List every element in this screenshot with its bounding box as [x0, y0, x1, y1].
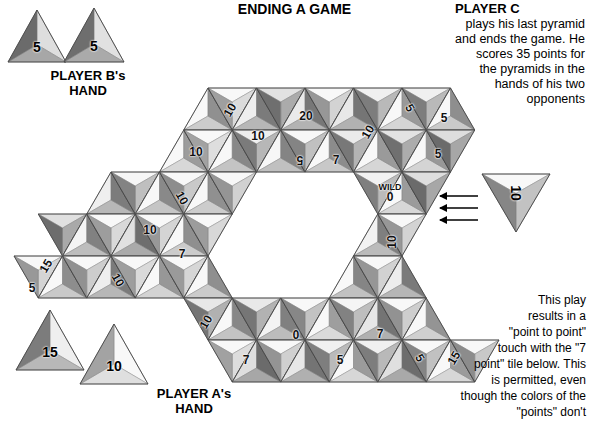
tile-outline	[402, 298, 451, 340]
tile-number: 5	[435, 148, 442, 160]
pyramid-tile: 5	[6, 8, 68, 64]
tile-number: 10	[359, 123, 376, 141]
play-arrow	[440, 219, 478, 221]
tile-number: 15	[37, 257, 54, 275]
tile-outline	[426, 88, 475, 130]
tile-number: 5	[403, 102, 417, 114]
tile-outline	[378, 256, 427, 298]
pyramid-shape	[6, 8, 68, 64]
note-text: plays his last pyramid and ends the game…	[360, 17, 585, 107]
tile-number: 15	[445, 349, 462, 367]
tile-number: 10	[189, 146, 202, 158]
tile-number: 5	[441, 112, 448, 124]
pyramid-tile: 10	[480, 172, 552, 234]
play-arrow	[440, 207, 478, 209]
tile-number: 5	[29, 282, 36, 294]
tile-number: 10	[173, 189, 190, 207]
tile-number: 5	[413, 352, 427, 364]
tile-outline	[402, 88, 451, 130]
tile-outline	[378, 214, 427, 256]
tile-number: 0	[387, 191, 394, 203]
pyramid-tile: 10	[78, 322, 150, 386]
tile-number: 10	[197, 313, 214, 331]
play-arrows	[440, 196, 478, 220]
pyramid-shape	[78, 322, 150, 386]
pyramid-shape	[480, 172, 552, 234]
label-wrap: PLAYER B's HAND	[46, 68, 130, 98]
tile-outline	[426, 130, 475, 172]
tile-number: 10	[386, 235, 398, 248]
pyramid-shape	[62, 6, 126, 64]
tile-outline	[80, 324, 148, 384]
pyramid-tile: 15	[14, 308, 86, 372]
note-text: PLAYER C	[455, 1, 520, 17]
tile-outline	[184, 256, 233, 298]
tile-outline	[16, 310, 84, 370]
tile-number: 5	[62, 38, 126, 54]
tile-number: 7	[243, 354, 250, 366]
tile-number: 10	[221, 101, 238, 119]
tile-number: 10	[508, 157, 524, 229]
tile-number: 7	[179, 248, 186, 260]
board-tiles	[14, 88, 499, 382]
pyramid-shape	[14, 308, 86, 372]
tile-outline	[208, 172, 257, 214]
tile-number: 10	[251, 130, 264, 142]
label-wrap: PLAYER A's HAND	[152, 386, 236, 416]
tile-outline	[482, 174, 550, 232]
tile-outline	[184, 214, 233, 256]
tile-number: 10	[143, 224, 156, 236]
tile-number: 15	[14, 344, 86, 360]
tile-number: 10	[78, 358, 150, 374]
pyramid-tile: 5	[62, 6, 126, 64]
tile-number: 20	[299, 110, 312, 122]
label-wrap: PLAYER C	[455, 1, 520, 17]
tile-number: 0	[293, 328, 300, 340]
tile-number: 5	[6, 39, 68, 55]
tile-number: 7	[377, 328, 384, 340]
tile-number: 7	[333, 154, 340, 166]
note-text: PLAYER B's HAND	[46, 68, 130, 98]
play-arrow	[440, 195, 478, 197]
tile-number: 10	[109, 271, 126, 289]
label-wrap: plays his last pyramid and ends the game…	[360, 17, 585, 117]
note-text: PLAYER A's HAND	[152, 386, 236, 416]
tile-number: 5	[297, 154, 304, 166]
tile-number: 5	[337, 354, 344, 366]
